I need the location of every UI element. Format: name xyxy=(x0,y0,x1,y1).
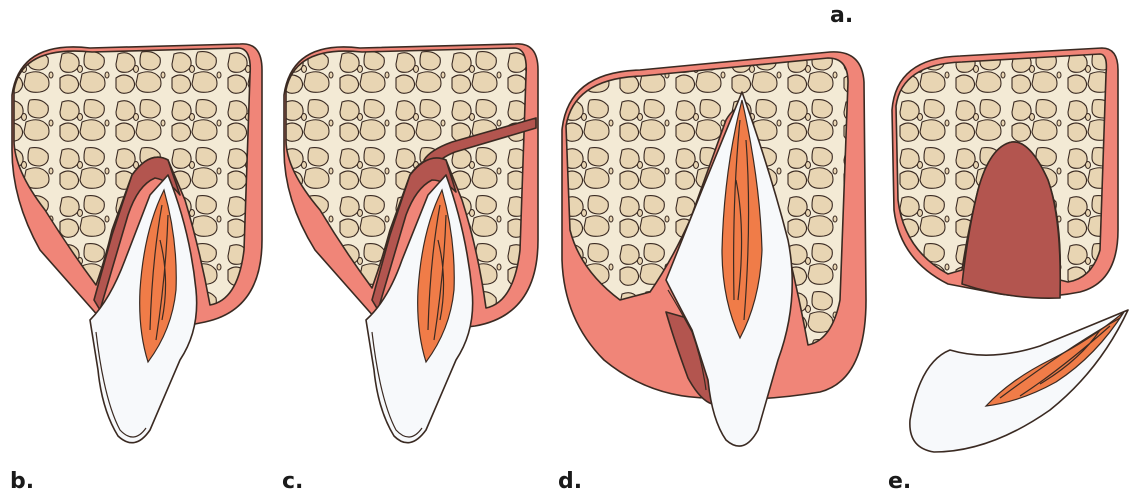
label-b: b. xyxy=(10,469,34,494)
panel-e xyxy=(892,48,1128,452)
panel-d xyxy=(562,52,866,446)
label-c: c. xyxy=(282,469,303,494)
panel-c xyxy=(284,44,538,443)
panel-b xyxy=(12,44,262,443)
label-d: d. xyxy=(558,469,582,494)
label-a: a. xyxy=(830,3,853,28)
label-e: e. xyxy=(888,469,911,494)
